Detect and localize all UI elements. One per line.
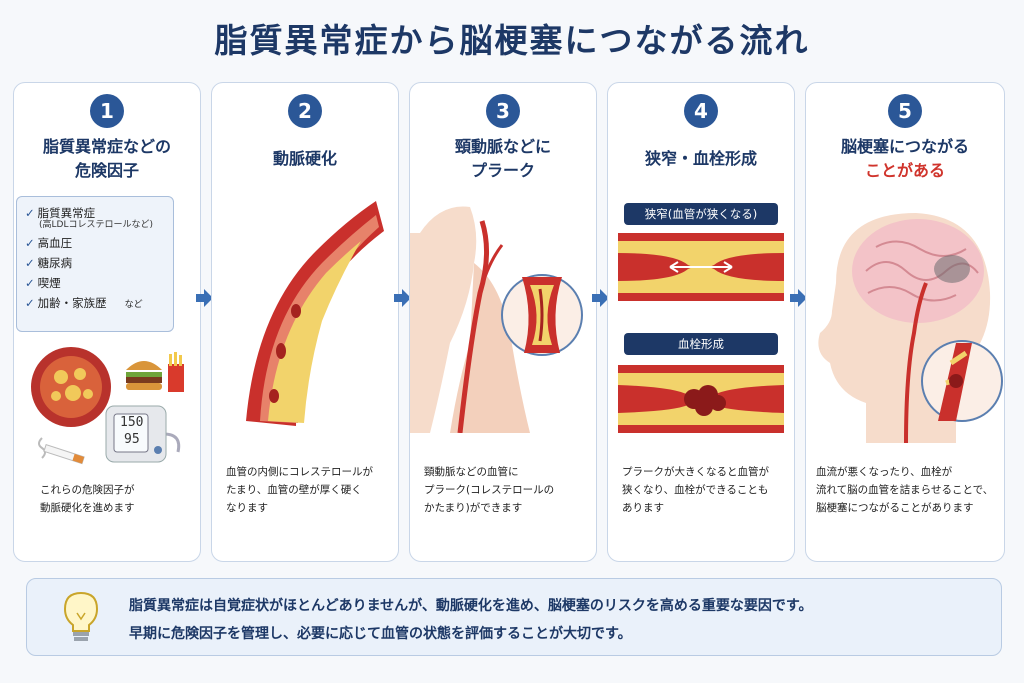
desc-line: 頸動脈などの血管に xyxy=(424,466,519,478)
desc-line: 動脈硬化を進めます xyxy=(40,502,135,514)
thrombus-tag: 血栓形成 xyxy=(624,333,778,355)
summary-line: 脂質異常症は自覚症状がほとんどありませんが、動脈硬化を進め、脳梗塞のリスクを高め… xyxy=(129,598,813,614)
page-title: 脂質異常症から脳梗塞につながる流れ xyxy=(214,21,810,60)
check-icon: ✓ xyxy=(25,236,35,250)
summary-line: 早期に危険因子を管理し、必要に応じて血管の状態を評価することが大切です。 xyxy=(129,626,632,642)
desc-line: たまり、血管の壁が厚く硬く xyxy=(226,484,362,496)
step-title-line: ことがある xyxy=(864,161,945,180)
desc-line: かたまり)ができます xyxy=(424,502,523,514)
desc-line: 血流が悪くなったり、血栓が xyxy=(816,466,953,478)
step-description: これらの危険因子が 動脈硬化を進めます xyxy=(40,481,190,517)
desc-line: プラーク(コレステロールの xyxy=(424,484,555,496)
step-number: 2 xyxy=(288,94,322,128)
list-item: ✓高血圧 xyxy=(25,233,169,253)
step-card-3: 3 頸動脈などに プラーク 頸動脈などの血管に プラーク(コレステロールの かた… xyxy=(409,82,597,562)
desc-line: 脳梗塞につながることがあります xyxy=(816,502,974,514)
risk-label: 糖尿病 xyxy=(37,256,73,270)
risk-etc: など xyxy=(124,300,143,310)
step-description: 頸動脈などの血管に プラーク(コレステロールの かたまり)ができます xyxy=(424,463,586,517)
step-title: 脂質異常症などの 危険因子 xyxy=(14,135,200,183)
thrombus-vessel-illustration xyxy=(618,365,784,433)
step-card-4: 4 狭窄・血栓形成 狭窄(血管が狭くなる) 血栓形成 プラークが大きくなると血管… xyxy=(607,82,795,562)
desc-line: 血管の内側にコレステロールが xyxy=(226,466,373,478)
step-title-line: プラーク xyxy=(470,161,535,180)
summary-note: 脂質異常症は自覚症状がほとんどありませんが、動脈硬化を進め、脳梗塞のリスクを高め… xyxy=(26,578,1002,656)
brain-head-illustration xyxy=(818,213,1003,443)
check-icon: ✓ xyxy=(25,296,35,310)
desc-line: あります xyxy=(622,502,664,514)
blood-pressure-monitor-icon xyxy=(105,405,181,463)
cigarette-icon xyxy=(38,437,85,465)
step-title-line: 脳梗塞につながる xyxy=(840,137,969,156)
step-number: 5 xyxy=(888,94,922,128)
step-title-line: 脂質異常症などの xyxy=(42,137,171,156)
step-description: 血管の内側にコレステロールが たまり、血管の壁が厚く硬く なります xyxy=(226,463,388,517)
desc-line: 流れて脳の血管を詰まらせることで、 xyxy=(816,484,994,496)
list-item: ✓糖尿病 xyxy=(25,253,169,273)
bp-reading-systolic: 150 xyxy=(120,415,144,430)
desc-line: 狭くなり、血栓ができることも xyxy=(622,484,769,496)
arrow-right-icon xyxy=(592,289,609,307)
desc-line: これらの危険因子が xyxy=(40,484,135,496)
step-title-line: 狭窄・血栓形成 xyxy=(644,149,757,168)
step-title: 頸動脈などに プラーク xyxy=(410,135,596,183)
step-description: 血流が悪くなったり、血栓が 流れて脳の血管を詰まらせることで、 脳梗塞につながる… xyxy=(816,463,998,517)
arrow-right-icon xyxy=(196,289,213,307)
bp-reading-diastolic: 95 xyxy=(124,432,140,447)
list-item: ✓加齢・家族歴 など xyxy=(25,293,169,315)
list-item: ✓脂質異常症 xyxy=(25,203,169,223)
risk-factor-list: ✓脂質異常症 (高LDLコレステロールなど) ✓高血圧 ✓糖尿病 ✓喫煙 ✓加齢… xyxy=(16,196,174,332)
risk-label: 喫煙 xyxy=(37,276,61,290)
step-number: 4 xyxy=(684,94,718,128)
fast-food-icon xyxy=(126,352,184,392)
step-card-2: 2 動脈硬化 血管の内側にコレステロールが たまり、血管の壁が厚く硬く なります xyxy=(211,82,399,562)
step-title-line: 危険因子 xyxy=(74,161,139,180)
stenosis-tag: 狭窄(血管が狭くなる) xyxy=(624,203,778,225)
desc-line: なります xyxy=(226,502,268,514)
check-icon: ✓ xyxy=(25,276,35,290)
step-title: 動脈硬化 xyxy=(212,147,398,171)
risk-label: 高血圧 xyxy=(37,236,73,250)
step-card-5: 5 脳梗塞につながる ことがある 血流が悪くなったり、血栓が 流れて脳の血管を詰… xyxy=(805,82,1005,562)
cholesterol-vessel-illustration xyxy=(31,347,111,427)
desc-line: プラークが大きくなると血管が xyxy=(622,466,769,478)
list-item: ✓喫煙 xyxy=(25,273,169,293)
step-number: 3 xyxy=(486,94,520,128)
risk-label: 加齢・家族歴 xyxy=(37,296,107,310)
step-title-line: 頸動脈などに xyxy=(454,137,551,156)
step-description: プラークが大きくなると血管が 狭くなり、血栓ができることも あります xyxy=(622,463,784,517)
stenosis-vessel-illustration xyxy=(618,233,784,301)
risk-note: (高LDLコレステロールなど) xyxy=(39,220,153,230)
step-title-line: 動脈硬化 xyxy=(272,149,337,168)
arrow-right-icon xyxy=(790,289,807,307)
lightbulb-icon xyxy=(63,591,99,641)
neck-carotid-illustration xyxy=(410,206,583,433)
step-number: 1 xyxy=(90,94,124,128)
check-icon: ✓ xyxy=(25,206,35,220)
step-title: 脳梗塞につながる ことがある xyxy=(806,135,1004,183)
artery-cross-section-illustration xyxy=(246,201,384,426)
step-title: 狭窄・血栓形成 xyxy=(608,147,794,171)
risk-label: 脂質異常症 xyxy=(37,206,96,220)
check-icon: ✓ xyxy=(25,256,35,270)
arrow-right-icon xyxy=(394,289,411,307)
